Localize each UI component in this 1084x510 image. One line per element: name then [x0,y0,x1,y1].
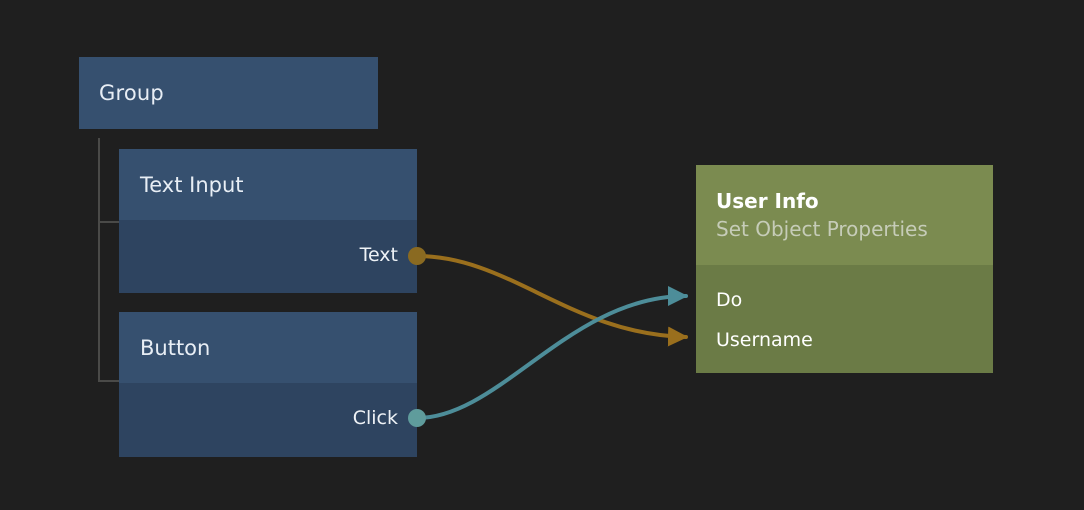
node-user-info[interactable]: User Info Set Object Properties Do Usern… [696,165,993,373]
node-button[interactable]: Button Click [119,312,417,457]
wire-text-to-username [415,254,688,347]
output-port-label-text: Text [359,244,398,266]
node-button-body: Click [119,383,417,457]
node-text-input-title: Text Input [140,172,244,197]
group-node-header[interactable]: Group [79,57,378,129]
input-port-label-username[interactable]: Username [716,329,813,351]
node-text-input-body: Text [119,220,417,293]
node-user-info-header[interactable]: User Info Set Object Properties [696,165,993,265]
group-bracket-tick-text-input [98,221,119,223]
node-user-info-title: User Info [716,189,819,213]
node-button-header[interactable]: Button [119,312,417,383]
group-node-title: Group [99,81,164,105]
output-port-row-click[interactable]: Click [353,407,398,429]
input-port-label-do[interactable]: Do [716,289,743,311]
group-bracket-spine [98,138,100,382]
node-text-input[interactable]: Text Input Text [119,149,417,293]
node-button-title: Button [140,335,211,360]
node-user-info-body: Do Username [696,265,993,373]
group-bracket [98,138,120,382]
output-port-row-text[interactable]: Text [360,244,398,266]
output-port-label-click: Click [352,407,398,429]
node-text-input-header[interactable]: Text Input [119,149,417,220]
wire-click-to-do [415,286,688,420]
node-user-info-subtitle: Set Object Properties [716,217,928,241]
group-bracket-tick-button [98,380,119,382]
group-node[interactable]: Group [79,57,378,129]
